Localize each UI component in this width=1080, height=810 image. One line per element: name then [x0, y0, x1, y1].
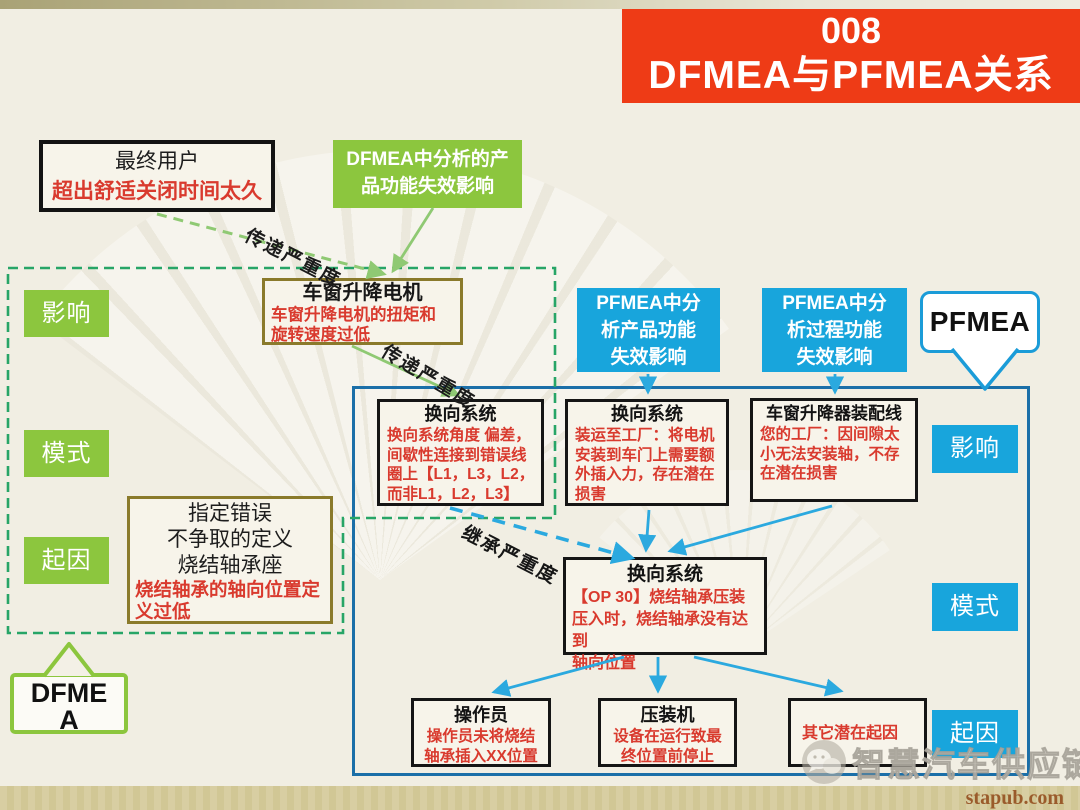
dfmea-effect-arrow	[391, 207, 435, 274]
reverse-ship-line3: 外插入力，存在潜在	[575, 466, 715, 483]
assembly-line-line3: 在潜在损害	[760, 465, 838, 482]
assembly-line-line1: 您的工厂：因间隙太	[760, 426, 900, 443]
reverse-system-ship-box: 换向系统 装运至工厂：将电机 安装到车门上需要额 外插入力，存在潜在 损害	[565, 399, 729, 506]
dfmea-effect-box: DFMEA中分析的产 品功能失效影响	[333, 140, 522, 208]
top-strip	[0, 0, 1080, 9]
dfmea-up-arrow-icon	[42, 642, 96, 678]
pfmea-process-line3: 失效影响	[796, 347, 873, 368]
op30-box: 换向系统 【OP 30】烧结轴承压装 压入时，烧结轴承没有达到 轴向位置	[563, 557, 767, 672]
reverse-design-line1: 换向系统角度 偏差，	[387, 427, 531, 444]
reverse-design-line4: 而非L1，L2，L3】	[387, 485, 519, 503]
watermark: 智慧汽车供应链	[800, 736, 1080, 786]
operator-line1: 操作员未将烧结	[426, 728, 536, 745]
slide-title-banner: 008 DFMEA与PFMEA关系	[622, 9, 1080, 103]
pfmea-process-line1: PFMEA中分	[782, 293, 887, 314]
designation-error-box: 指定错误 不争取的定义 烧结轴承座 烧结轴承的轴向位置定 义过低	[127, 496, 333, 624]
dfmea-mode-label: 模式	[24, 430, 109, 477]
dfmea-tag-box: DFME A	[10, 673, 128, 734]
dfmea-tag-line2: A	[59, 705, 79, 735]
slide-number: 008	[820, 10, 882, 51]
reverse-ship-title: 换向系统	[611, 404, 683, 424]
pfmea-process-box: PFMEA中分 析过程功能 失效影响	[762, 288, 907, 372]
end-user-detail: 超出舒适关闭时间太久	[52, 180, 262, 203]
reverse-ship-line4: 损害	[575, 485, 607, 503]
designation-line1: 指定错误	[188, 502, 272, 525]
bottom-band: stapub.com	[0, 786, 1080, 810]
pfmea-process-line2: 析过程功能	[786, 320, 882, 341]
operator-title: 操作员	[454, 705, 508, 725]
pfmea-mode-label: 模式	[932, 583, 1018, 631]
pfmea-product-line2: 析产品功能	[600, 320, 696, 341]
pfmea-effect-label: 影响	[932, 425, 1018, 473]
end-user-box: 最终用户 超出舒适关闭时间太久	[39, 140, 275, 212]
assembly-line-line2: 小无法安装轴，不存	[760, 445, 900, 463]
operator-box: 操作员 操作员未将烧结 轴承插入XX位置	[411, 698, 551, 767]
assembly-line-title: 车窗升降器装配线	[766, 404, 902, 423]
op30-line2: 压入时，烧结轴承没有达到	[572, 611, 749, 650]
op30-line1: 【OP 30】烧结轴承压装	[572, 589, 746, 606]
wechat-logo-icon	[802, 740, 846, 784]
window-motor-box: 车窗升降电机 车窗升降电机的扭矩和 旋转速度过低	[262, 278, 463, 345]
end-user-title: 最终用户	[115, 150, 199, 173]
dfmea-effect-label: 影响	[24, 290, 109, 337]
press-line2: 终位置前停止	[620, 748, 714, 765]
dfmea-effect-line2: 品功能失效影响	[360, 176, 494, 197]
reverse-design-line2: 间歇性连接到错误线	[387, 446, 527, 464]
op30-title: 换向系统	[626, 564, 703, 585]
dfmea-cause-label: 起因	[24, 537, 109, 584]
reverse-system-design-box: 换向系统 换向系统角度 偏差， 间歇性连接到错误线 圈上【L1，L3，L2， 而…	[377, 399, 544, 506]
press-machine-box: 压装机 设备在运行致最 终位置前停止	[598, 698, 737, 767]
reverse-ship-line2: 安装到车门上需要额	[575, 446, 715, 464]
press-title: 压装机	[640, 705, 695, 725]
assembly-line-box: 车窗升降器装配线 您的工厂：因间隙太 小无法安装轴，不存 在潜在损害	[750, 398, 918, 502]
pfmea-product-box: PFMEA中分 析产品功能 失效影响	[577, 288, 720, 372]
designation-red-line2: 义过低	[135, 601, 191, 622]
other-cause-text: 其它潜在起因	[802, 725, 899, 742]
reverse-ship-line1: 装运至工厂：将电机	[575, 427, 715, 444]
window-motor-failure-line2: 旋转速度过低	[271, 326, 370, 344]
watermark-site: stapub.com	[965, 787, 1064, 809]
window-motor-title: 车窗升降电机	[302, 282, 423, 304]
operator-line2: 轴承插入XX位置	[424, 748, 538, 765]
designation-line2: 不争取的定义	[167, 528, 293, 551]
reverse-design-line3: 圈上【L1，L3，L2，	[387, 466, 535, 483]
designation-line3: 烧结轴承座	[177, 554, 283, 577]
slide-title: DFMEA与PFMEA关系	[648, 54, 1054, 97]
window-motor-failure-line1: 车窗升降电机的扭矩和	[271, 306, 436, 324]
designation-red-line1: 烧结轴承的轴向位置定	[135, 579, 321, 600]
dfmea-tag-line1: DFME	[30, 678, 108, 708]
press-line1: 设备在运行致最	[613, 728, 722, 745]
pfmea-product-line1: PFMEA中分	[596, 293, 701, 314]
dfmea-effect-line1: DFMEA中分析的产	[346, 149, 509, 170]
pfmea-tag-box: PFMEA	[920, 291, 1040, 353]
pfmea-down-arrow-icon	[950, 347, 1020, 391]
watermark-brand: 智慧汽车供应链	[852, 746, 1080, 784]
pfmea-product-line3: 失效影响	[610, 347, 687, 368]
op30-line3: 轴向位置	[572, 655, 637, 672]
pfmea-cause-label: 起因	[932, 710, 1018, 758]
